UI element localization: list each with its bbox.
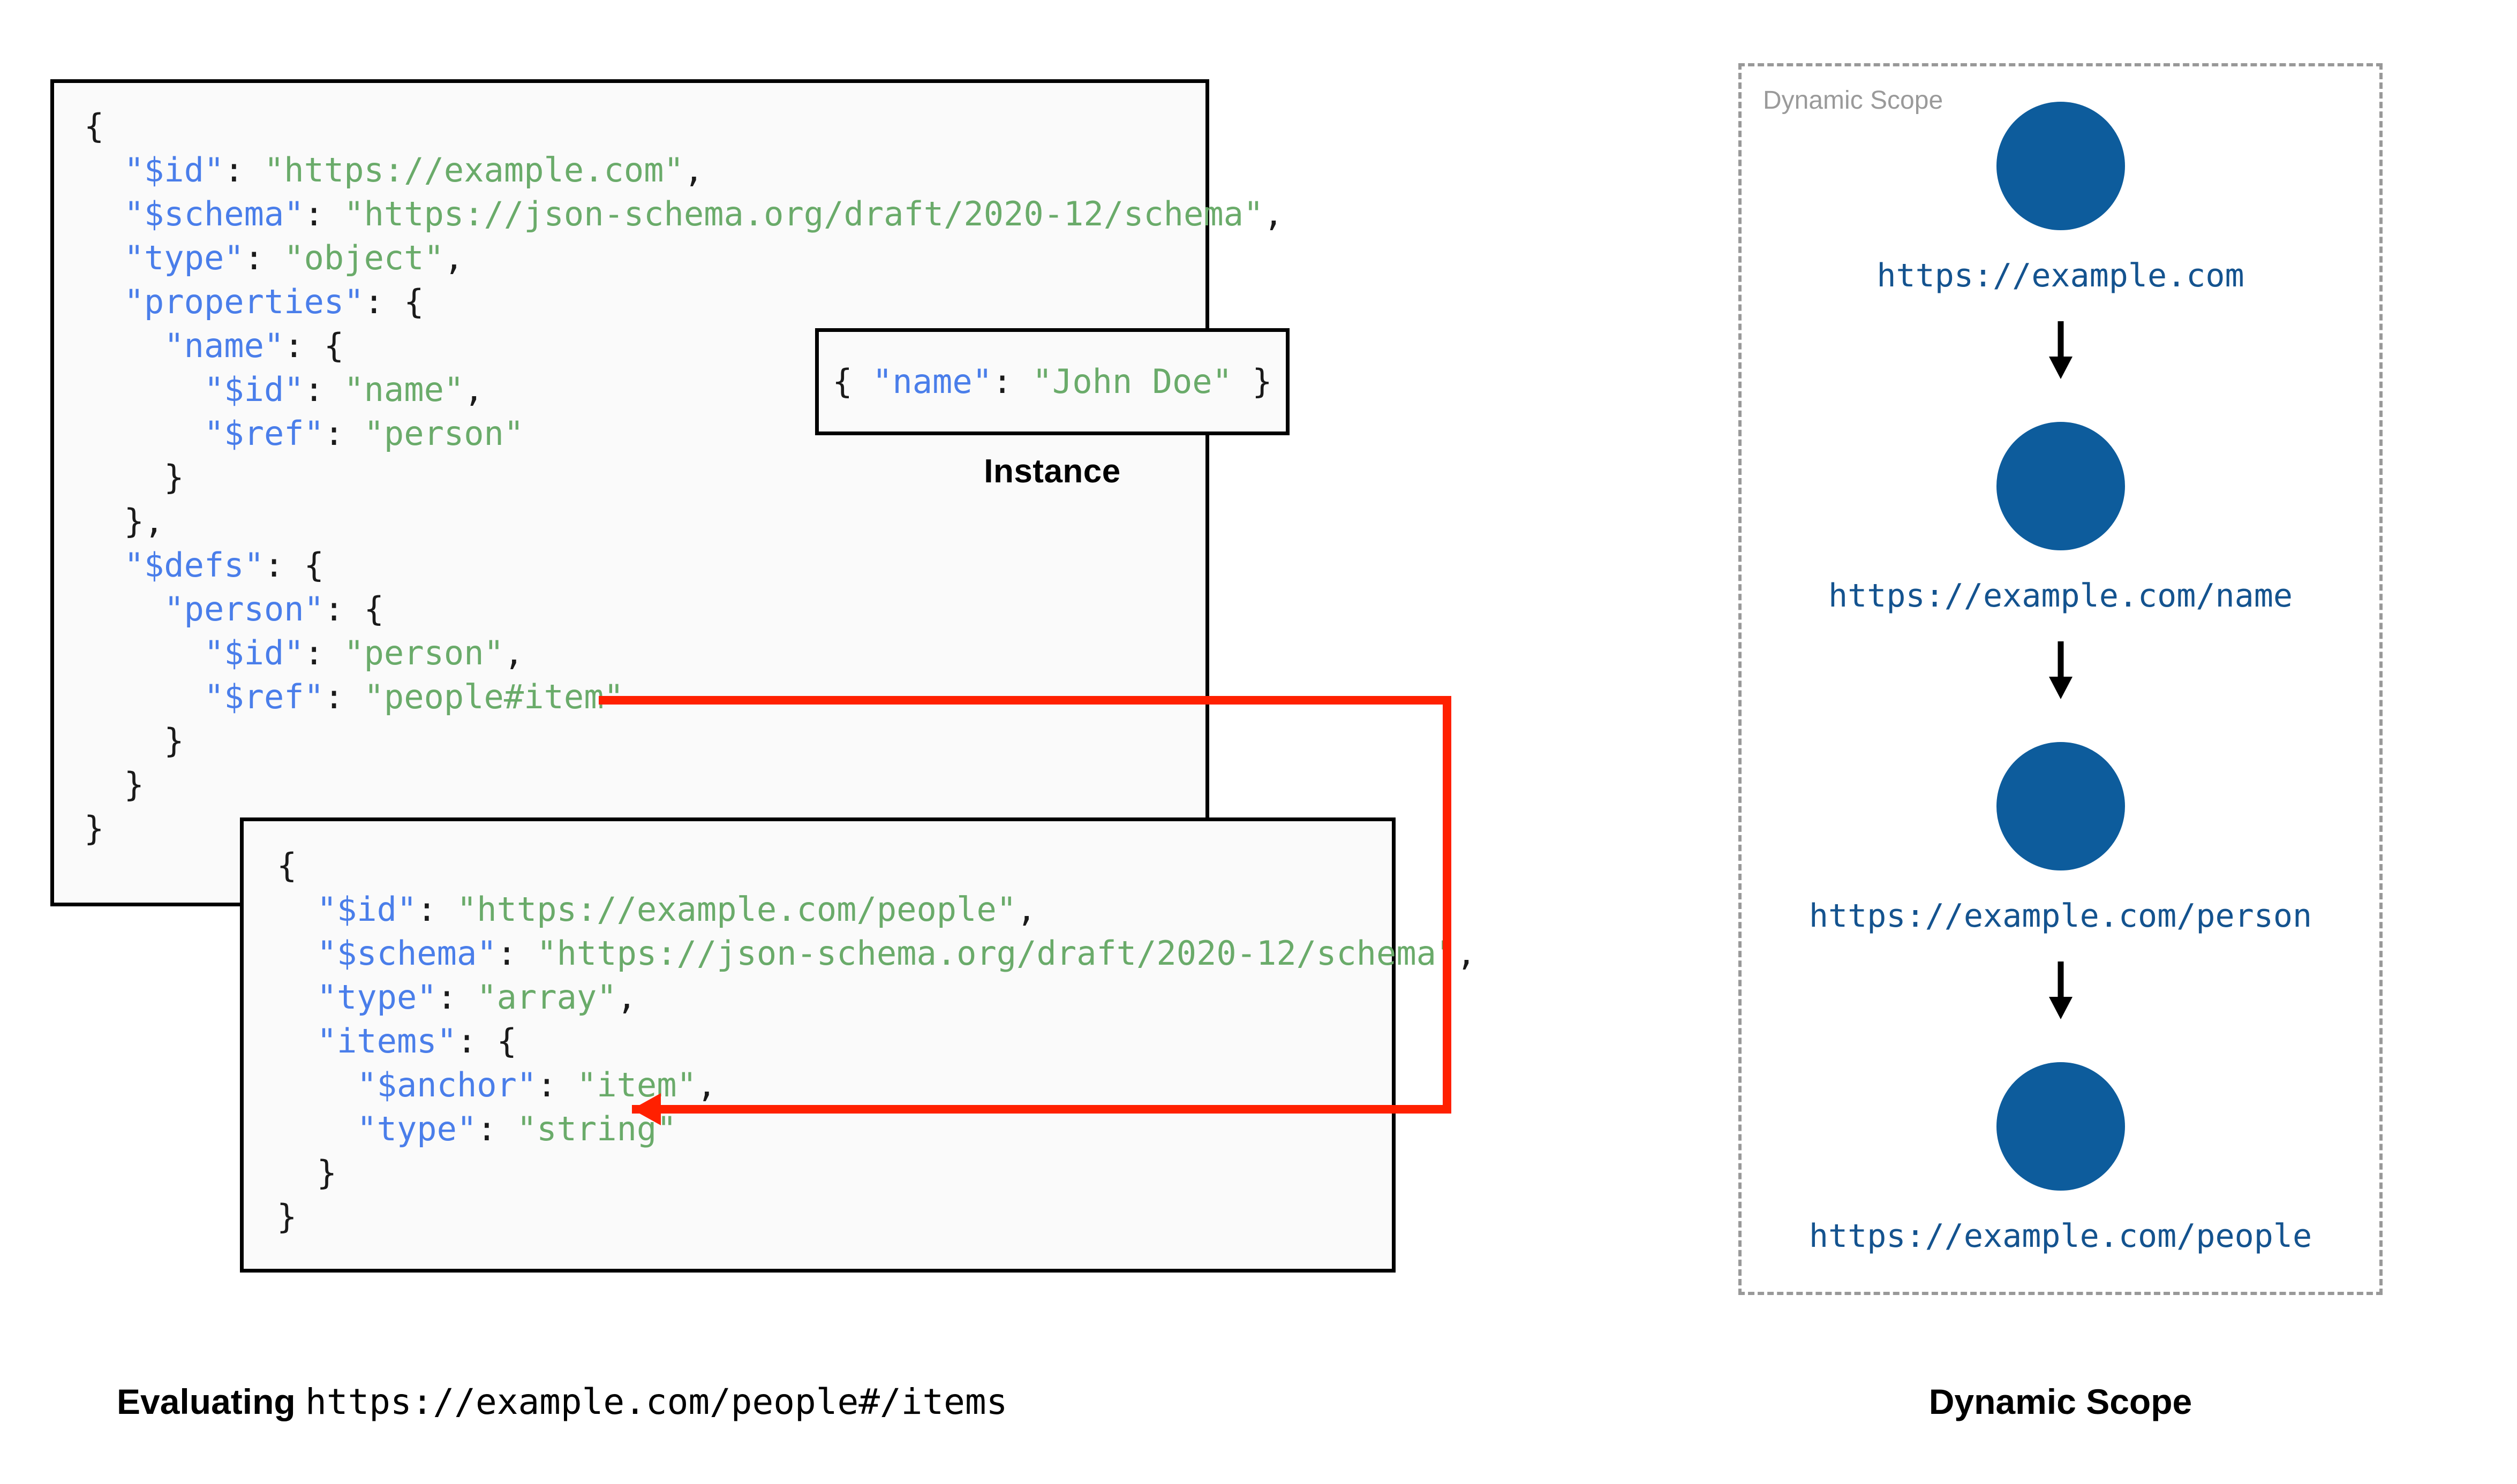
schema-people-box: { "$id": "https://example.com/people", "…: [240, 817, 1476, 1273]
instance-code: { "name": "John Doe" }: [832, 362, 1272, 401]
dynamic-scope-caption: Dynamic Scope: [1928, 1382, 2192, 1421]
dynamic-scope-panel-label: Dynamic Scope: [1763, 86, 1943, 115]
instance-box: { "name": "John Doe" }: [815, 328, 1290, 435]
scope-node-2: [1996, 742, 2125, 870]
scope-edge-1-2: [2049, 641, 2073, 699]
scope-node-1: [1996, 422, 2125, 550]
scope-node-label-0: https://example.com: [1877, 257, 2244, 294]
instance-caption: Instance: [984, 453, 1121, 490]
schema-root-box: { "$id": "https://example.com", "$schema…: [50, 79, 1284, 906]
dynamic-scope-panel: [1738, 63, 2383, 1295]
scope-edge-0-1: [2049, 321, 2073, 379]
scope-node-label-1: https://example.com/name: [1828, 577, 2293, 615]
scope-node-0: [1996, 102, 2125, 230]
evaluating-uri: https://example.com/people#/items: [305, 1381, 1008, 1422]
evaluating-label: Evaluating: [117, 1382, 296, 1421]
schema-root-code: { "$id": "https://example.com", "$schema…: [84, 107, 1284, 848]
evaluating-caption: Evaluating https://example.com/people#/i…: [117, 1381, 1007, 1422]
schema-people-code: { "$id": "https://example.com/people", "…: [277, 846, 1476, 1236]
scope-node-3: [1996, 1062, 2125, 1191]
scope-node-label-3: https://example.com/people: [1808, 1217, 2312, 1255]
scope-node-label-2: https://example.com/person: [1808, 897, 2312, 935]
ref-resolution-arrow: [599, 696, 1451, 1125]
scope-edge-2-3: [2049, 961, 2073, 1019]
